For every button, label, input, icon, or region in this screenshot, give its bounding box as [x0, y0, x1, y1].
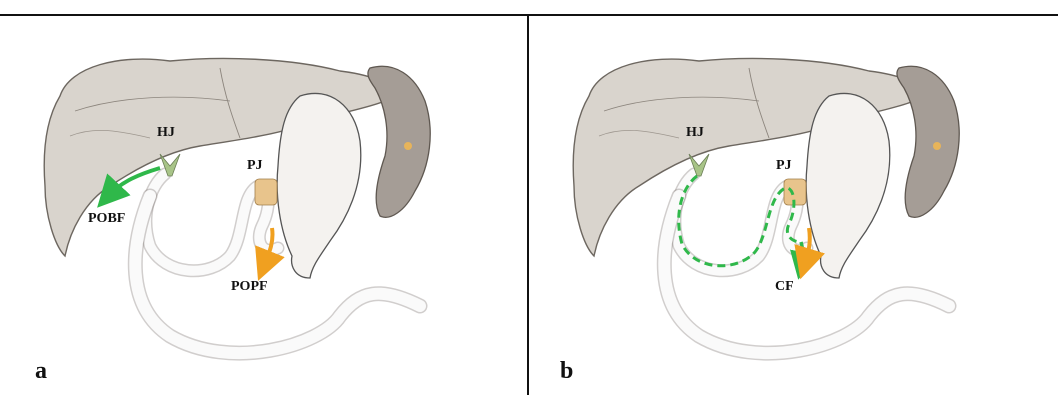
- anatomy-illustration-a: [0, 16, 526, 395]
- spleen-shape: [897, 66, 959, 217]
- anatomy-illustration-b: [529, 16, 1055, 395]
- stomach-shape: [806, 93, 890, 278]
- label-cf: CF: [775, 280, 794, 294]
- cf-green-arrow: [801, 242, 803, 266]
- label-pj: PJ: [247, 159, 263, 173]
- stomach-shape: [277, 93, 361, 278]
- panel-a: HJ PJ POBF POPF a: [0, 16, 526, 395]
- label-popf: POPF: [231, 280, 268, 294]
- pj-anastomosis: [255, 179, 277, 205]
- spleen-shape: [368, 66, 430, 217]
- panel-b: HJ PJ CF b: [529, 16, 1055, 395]
- cf-dashed-path: [679, 176, 801, 266]
- label-pj: PJ: [776, 159, 792, 173]
- label-hj: HJ: [157, 126, 175, 140]
- label-hj: HJ: [686, 126, 704, 140]
- panel-letter-a: a: [35, 359, 47, 383]
- panel-letter-b: b: [560, 359, 573, 383]
- label-pobf: POBF: [88, 212, 125, 226]
